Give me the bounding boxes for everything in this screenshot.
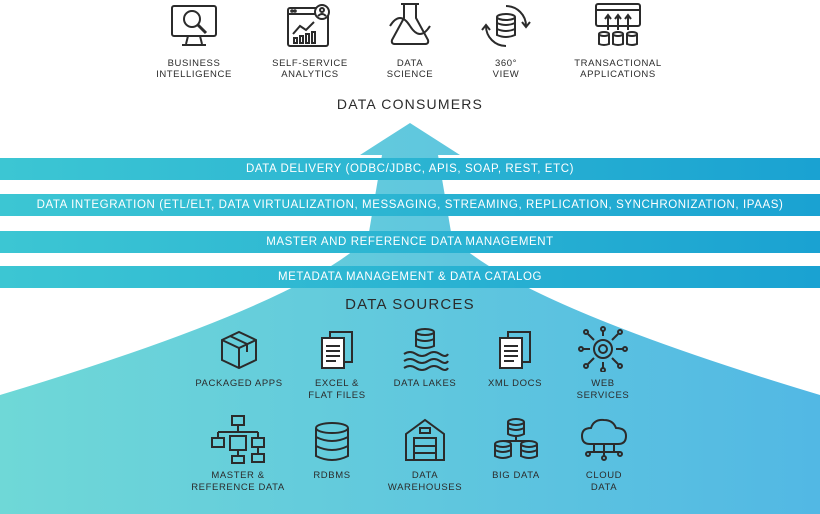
consumer-business-intelligence: BUSINESS INTELLIGENCE: [134, 0, 254, 80]
app-window-databases-icon: [595, 3, 641, 46]
warehouse-icon: [405, 418, 445, 461]
source-label: XML DOCS: [487, 378, 543, 389]
band-data-delivery-bg: [0, 158, 820, 180]
source-web-services: WEB SERVICES: [543, 326, 663, 402]
consumer-label: 360° VIEW: [492, 58, 520, 80]
source-data-lakes: DATA LAKES: [365, 326, 485, 390]
source-label: DATA LAKES: [393, 378, 457, 389]
consumer-label: TRANSACTIONAL APPLICATIONS: [574, 58, 662, 80]
source-label: MASTER & REFERENCE DATA: [191, 470, 285, 493]
source-label: PACKAGED APPS: [195, 378, 283, 389]
database-cycle-icon: [481, 5, 531, 47]
consumer-transactional-applications: TRANSACTIONAL APPLICATIONS: [558, 0, 678, 80]
consumer-label: DATA SCIENCE: [386, 58, 434, 80]
consumer-data-science: DATA SCIENCE: [350, 0, 470, 80]
band-metadata: METADATA MANAGEMENT & DATA CATALOG: [277, 271, 543, 283]
source-xml-docs: XML DOCS: [455, 328, 575, 390]
band-master-reference-bg: [0, 231, 820, 253]
package-box-icon: [221, 330, 257, 370]
documents-icon: [321, 331, 353, 369]
source-master-reference-data: MASTER & REFERENCE DATA: [178, 414, 298, 494]
band-metadata-bg: [0, 266, 820, 288]
consumer-label: BUSINESS INTELLIGENCE: [156, 58, 232, 80]
source-label: CLOUD DATA: [585, 470, 623, 493]
monitor-magnifier-icon: [171, 5, 217, 46]
database-icon: [315, 422, 349, 461]
database-waves-icon: [403, 328, 449, 371]
source-label: BIG DATA: [492, 470, 540, 481]
source-label: RDBMS: [313, 470, 351, 481]
source-label: DATA WAREHOUSES: [387, 470, 463, 493]
source-label: EXCEL & FLAT FILES: [308, 378, 366, 401]
source-data-warehouses: DATA WAREHOUSES: [365, 416, 485, 494]
source-packaged-apps: PACKAGED APPS: [179, 328, 299, 390]
consumer-label: SELF-SERVICE ANALYTICS: [272, 58, 348, 80]
consumer-360-view: 360° VIEW: [446, 0, 566, 80]
source-label: WEB SERVICES: [576, 378, 630, 401]
band-master-reference: MASTER AND REFERENCE DATA MANAGEMENT: [266, 236, 554, 248]
analytics-dashboard-icon: [287, 4, 330, 47]
data-sources-heading: DATA SOURCES: [345, 296, 475, 313]
xml-documents-icon: [499, 331, 531, 369]
database-cluster-icon: [494, 418, 538, 459]
band-data-integration: DATA INTEGRATION (ETL/ELT, DATA VIRTUALI…: [36, 199, 784, 211]
source-big-data: BIG DATA: [456, 416, 576, 482]
consumer-self-service-analytics: SELF-SERVICE ANALYTICS: [250, 0, 370, 80]
hierarchy-icon: [211, 415, 265, 464]
data-consumers-heading: DATA CONSUMERS: [336, 96, 484, 112]
cloud-network-icon: [580, 418, 628, 461]
band-data-integration-bg: [0, 194, 820, 216]
source-cloud-data: CLOUD DATA: [544, 416, 664, 494]
band-data-delivery: DATA DELIVERY (ODBC/JDBC, APIS, SOAP, RE…: [245, 163, 575, 175]
source-rdbms: RDBMS: [272, 420, 392, 482]
gear-network-icon: [578, 326, 628, 372]
source-excel-flat-files: EXCEL & FLAT FILES: [277, 328, 397, 402]
upward-arrow-shape: [0, 123, 820, 514]
flask-wave-icon: [389, 3, 431, 45]
